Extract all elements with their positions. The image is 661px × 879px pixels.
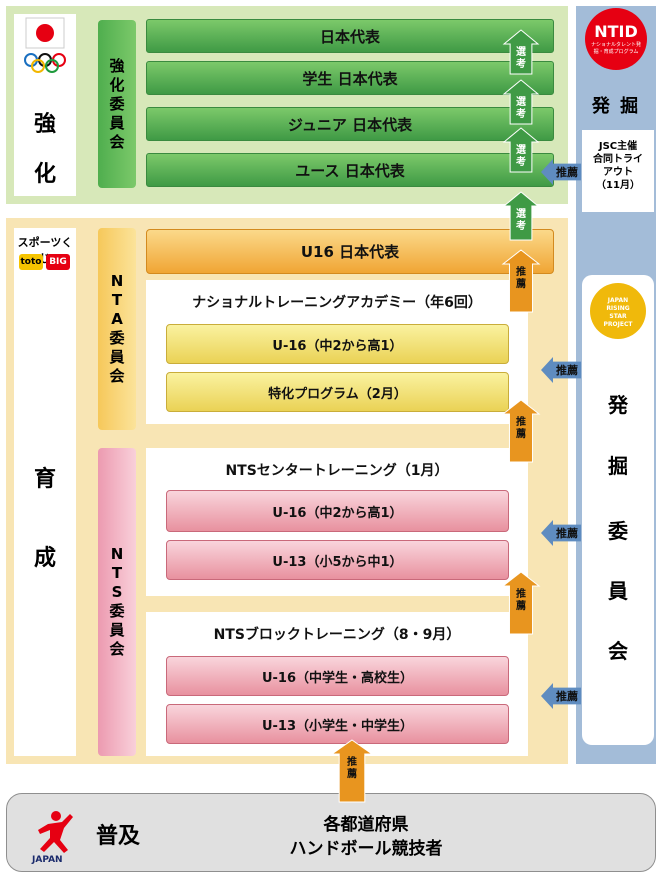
- fukyu-description: 各都道府県 ハンドボール競技者: [186, 813, 546, 861]
- fukyu-zone: [6, 793, 656, 872]
- level-student-national: 学生 日本代表: [146, 61, 554, 95]
- kyoka-label-2: 化: [33, 162, 56, 187]
- ntid-logo-subtitle: ナショナルタレント発掘・育成プログラム: [590, 42, 641, 55]
- recommend-arrow-3-label: 薦: [516, 599, 526, 612]
- select-arrow-2: 選考: [502, 79, 540, 125]
- recommend-arrow-3-label: 推: [516, 587, 526, 600]
- nts-center-box: NTSセンタートレーニング（1月） U-16（中2から高1） U-13（小5から…: [146, 448, 528, 596]
- fukyu-label: 普及: [96, 824, 141, 849]
- nts-block-u16: U-16（中学生・高校生）: [166, 656, 509, 696]
- select-arrow-3-label: 考: [516, 155, 526, 168]
- kyoka-committee-label: 強化委員会: [109, 56, 125, 151]
- nts-center-u16: U-16（中2から高1）: [166, 490, 509, 532]
- nta-academy-box: ナショナルトレーニングアカデミー（年6回） U-16（中2から高1） 特化プログ…: [146, 280, 528, 424]
- select-arrow-1-label: 選: [516, 45, 526, 58]
- nta-program-special: 特化プログラム（2月）: [166, 372, 509, 412]
- fukyu-description-line-2: ハンドボール競技者: [289, 839, 443, 859]
- recommend-blue-arrow-2-label: 推薦: [556, 363, 578, 377]
- select-arrow-1: 選考: [502, 29, 540, 75]
- fukyu-description-line-1: 各都道府県: [323, 815, 409, 835]
- recommend-arrow-4-label: 薦: [347, 767, 357, 780]
- recommend-arrow-4-label: 推: [347, 755, 357, 768]
- jrs-line-3: STAR: [609, 313, 627, 320]
- recommend-blue-arrow-1: 推薦: [541, 159, 581, 185]
- hakkutsu-committee-box: JAPAN RISING STAR PROJECT 発 掘 委 員 会: [582, 275, 654, 745]
- ikusei-label-2: 成: [33, 546, 56, 571]
- nta-academy-title: ナショナルトレーニングアカデミー（年6回）: [192, 295, 482, 311]
- select-arrow-3-label: 選: [516, 143, 526, 156]
- nts-center-u13: U-13（小5から中1）: [166, 540, 509, 580]
- jrs-line-4: PROJECT: [603, 321, 633, 328]
- hakkutsu-committee-char-5: 会: [608, 639, 628, 663]
- japan-rising-star-logo: JAPAN RISING STAR PROJECT: [590, 283, 646, 339]
- jsc-tryout-line-1: JSC主催: [598, 141, 638, 152]
- hakkutsu-committee-char-3: 委: [608, 519, 628, 543]
- hakkutsu-committee-char-1: 発: [608, 393, 628, 417]
- hakkutsu-label: 発 掘: [591, 96, 641, 117]
- ntid-logo-text: NTID: [594, 22, 638, 41]
- nts-block-title: NTSブロックトレーニング（8・9月）: [213, 627, 461, 643]
- kyoka-side-panel: 強 化: [14, 14, 76, 196]
- japan-olympic-emblem: [24, 17, 66, 73]
- sports-kuji-name: スポーツくじ: [17, 236, 73, 265]
- kyoka-committee: 強化委員会: [98, 20, 136, 188]
- recommend-arrow-4: 推薦: [330, 739, 374, 803]
- jsc-tryout-line-4: （11月）: [596, 180, 640, 191]
- select-arrow-4-label: 選: [516, 207, 526, 220]
- recommend-arrow-2-label: 薦: [516, 427, 526, 440]
- big-badge: BIG: [46, 254, 70, 270]
- select-arrow-4: 選考: [502, 191, 540, 241]
- jsc-tryout-line-2: 合同トライ: [593, 154, 643, 165]
- jsc-tryout-line-3: アウト: [603, 167, 633, 178]
- nts-block-u13: U-13（小学生・中学生）: [166, 704, 509, 744]
- jrs-line-1: JAPAN: [607, 297, 629, 304]
- recommend-blue-arrow-4: 推薦: [541, 683, 581, 709]
- nta-program-u16: U-16（中2から高1）: [166, 324, 509, 364]
- ntid-logo: NTID ナショナルタレント発掘・育成プログラム: [585, 8, 647, 70]
- nts-center-title: NTSセンタートレーニング（1月）: [225, 463, 449, 479]
- recommend-arrow-2: 推薦: [501, 399, 541, 463]
- nts-block-box: NTSブロックトレーニング（8・9月） U-16（中学生・高校生） U-13（小…: [146, 612, 528, 756]
- sports-kuji-logo: スポーツくじ toto BIG: [16, 232, 74, 282]
- level-youth-national: ユース 日本代表: [146, 153, 554, 187]
- recommend-blue-arrow-3: 推薦: [541, 520, 581, 546]
- ikusei-side-panel: スポーツくじ toto BIG 育 成: [14, 228, 76, 756]
- recommend-blue-arrow-2: 推薦: [541, 357, 581, 383]
- hakkutsu-committee-char-2: 掘: [608, 454, 628, 478]
- recommend-arrow-1: 推薦: [501, 249, 541, 313]
- recommend-arrow-2-label: 推: [516, 415, 526, 428]
- recommend-blue-arrow-4-label: 推薦: [556, 689, 578, 703]
- handball-japan-logo: JAPAN: [31, 811, 73, 864]
- level-junior-national: ジュニア 日本代表: [146, 107, 554, 141]
- recommend-arrow-1-label: 薦: [516, 277, 526, 290]
- select-arrow-4-label: 考: [516, 219, 526, 232]
- recommend-arrow-1-label: 推: [516, 265, 526, 278]
- recommend-blue-arrow-1-label: 推薦: [556, 165, 578, 179]
- kyoka-label-1: 強: [33, 112, 56, 137]
- jsc-tryout-box: JSC主催 合同トライ アウト （11月）: [582, 130, 654, 212]
- select-arrow-1-label: 考: [516, 57, 526, 70]
- jrs-line-2: RISING: [606, 305, 630, 312]
- toto-badge: toto: [19, 254, 43, 270]
- recommend-blue-arrow-3-label: 推薦: [556, 526, 578, 540]
- level-japan-national: 日本代表: [146, 19, 554, 53]
- hakkutsu-committee-char-4: 員: [608, 579, 628, 603]
- ikusei-label-1: 育: [33, 467, 56, 492]
- u16-national-team: U16 日本代表: [146, 229, 554, 274]
- recommend-arrow-3: 推薦: [501, 571, 541, 635]
- select-arrow-2-label: 考: [516, 107, 526, 120]
- fukyu-logo-text: JAPAN: [31, 855, 63, 864]
- select-arrow-3: 選考: [502, 127, 540, 173]
- select-arrow-2-label: 選: [516, 95, 526, 108]
